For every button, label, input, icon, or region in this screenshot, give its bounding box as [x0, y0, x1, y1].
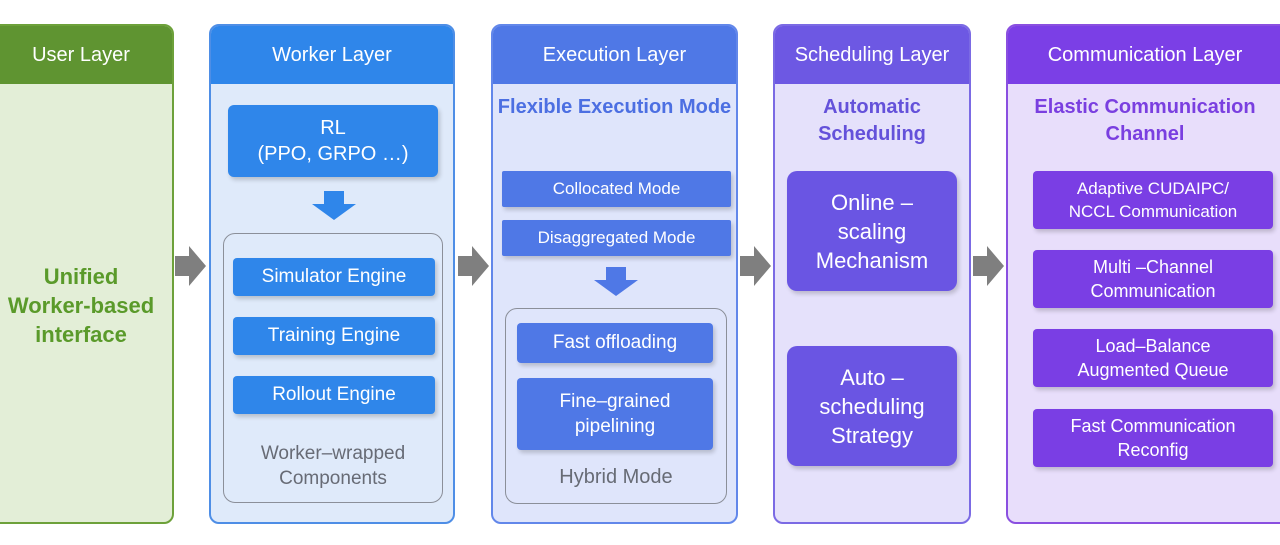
worker-layer-title: Worker Layer — [211, 26, 453, 84]
scheduling-layer-title: Scheduling Layer — [775, 26, 969, 84]
collocated-mode-box: Collocated Mode — [502, 171, 731, 207]
worker-layer-panel: Worker Layer RL (PPO, GRPO …) Worker–wra… — [209, 24, 455, 524]
right-arrow-icon — [175, 246, 206, 286]
user-layer-panel: User Layer Unified Worker-based interfac… — [0, 24, 174, 524]
load-balance-queue-box: Load–Balance Augmented Queue — [1033, 329, 1273, 387]
right-arrow-icon — [740, 246, 771, 286]
execution-layer-subtitle: Flexible Execution Mode — [497, 96, 732, 118]
scheduling-layer-panel: Scheduling Layer Automatic Scheduling On… — [773, 24, 971, 524]
disaggregated-mode-box: Disaggregated Mode — [502, 220, 731, 256]
right-arrow-icon — [973, 246, 1004, 286]
fine-grained-pipelining-box: Fine–grained pipelining — [517, 378, 713, 450]
simulator-engine-box: Simulator Engine — [233, 258, 435, 296]
fast-comm-reconfig-box: Fast Communication Reconfig — [1033, 409, 1273, 467]
communication-layer-panel: Communication Layer Elastic Communicatio… — [1006, 24, 1280, 524]
user-layer-title: User Layer — [0, 26, 172, 84]
online-scaling-box: Online – scaling Mechanism — [787, 171, 957, 291]
communication-layer-subtitle: Elastic Communication Channel — [1034, 96, 1256, 145]
hybrid-mode-group: Hybrid Mode — [505, 308, 727, 504]
rollout-engine-box: Rollout Engine — [233, 376, 435, 414]
adaptive-cudaipc-box: Adaptive CUDAIPC/ NCCL Communication — [1033, 171, 1273, 229]
training-engine-box: Training Engine — [233, 317, 435, 355]
scheduling-layer-subtitle: Automatic Scheduling — [818, 96, 926, 145]
down-arrow-icon — [312, 191, 356, 220]
fast-offloading-box: Fast offloading — [517, 323, 713, 363]
communication-layer-title: Communication Layer — [1008, 26, 1280, 84]
auto-scheduling-box: Auto – scheduling Strategy — [787, 346, 957, 466]
user-layer-main-text: Unified Worker-based interface — [7, 264, 155, 347]
multi-channel-box: Multi –Channel Communication — [1033, 250, 1273, 308]
execution-layer-title: Execution Layer — [493, 26, 736, 84]
right-arrow-icon — [458, 246, 489, 286]
down-arrow-icon — [594, 267, 638, 296]
rl-box: RL (PPO, GRPO …) — [228, 105, 438, 177]
hybrid-mode-label: Hybrid Mode — [559, 466, 673, 488]
execution-layer-panel: Execution Layer Flexible Execution Mode … — [491, 24, 738, 524]
worker-group-label: Worker–wrapped Components — [260, 443, 406, 489]
worker-components-group: Worker–wrapped Components — [223, 233, 443, 503]
